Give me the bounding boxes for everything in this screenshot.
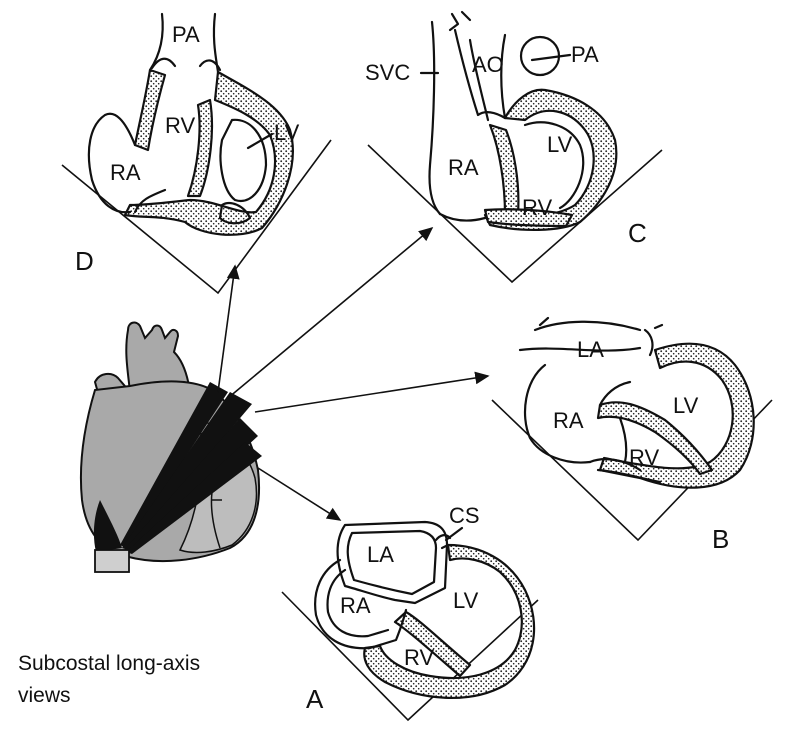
panel-a-la-inner <box>346 529 438 596</box>
panel-a-label-cs: CS <box>449 503 480 528</box>
panel-a-ventricle-wall <box>363 543 536 699</box>
panel-c-label-svc: SVC <box>365 60 410 85</box>
panel-d-lv-leader <box>246 132 274 150</box>
panel-c-label-pa: PA <box>571 42 599 67</box>
panel-d-lv-lower-cavity <box>218 201 252 225</box>
panel-b-label-rv: RV <box>629 445 659 470</box>
panel-c-ao-right-wall <box>468 38 490 122</box>
panel-b-letter: B <box>712 524 729 554</box>
panel-d-lv-wall <box>123 70 294 236</box>
panel-d-rv-wall <box>133 68 167 152</box>
panel-c-svc-wall <box>428 20 442 216</box>
panel-a-letter: A <box>306 684 324 714</box>
panel-b-septum <box>596 401 714 476</box>
panel-d-label-rv: RV <box>165 113 195 138</box>
panel-a-label-la: LA <box>367 542 394 567</box>
panel-a-la-box <box>336 520 449 605</box>
panel-a-label-lv: LV <box>453 588 479 613</box>
panel-a-cs-leader <box>444 526 464 542</box>
panel-a-label-rv: RV <box>404 645 434 670</box>
heart-illustration <box>79 321 262 573</box>
panel-c-ra-floor <box>438 212 487 222</box>
panel-b-atria-outline <box>518 320 642 464</box>
arrow-to-panel-d <box>217 264 240 393</box>
panel-a-label-ra: RA <box>340 593 371 618</box>
panel-d-sector <box>61 139 332 295</box>
panel-d-septum <box>186 98 214 198</box>
ultrasound-beam-3 <box>124 418 258 552</box>
arrow-to-panel-a <box>257 467 342 521</box>
caption-line-1: Subcostal long-axis <box>18 652 201 675</box>
panel-a-ra-inner <box>326 568 390 638</box>
panel-b-label-la: LA <box>577 337 604 362</box>
panel-c-rv-wall <box>483 208 574 228</box>
panel-d-letter: D <box>75 246 94 276</box>
caption-line-2: views <box>18 684 71 707</box>
panel-c-top-vessels <box>448 10 472 32</box>
panel-c-label-rv: RV <box>522 195 552 220</box>
panel-d-ra-outline <box>87 112 137 214</box>
ultrasound-beam-1 <box>120 382 228 548</box>
panel-c-lv-wall <box>483 88 618 231</box>
panel-c <box>367 10 663 284</box>
panel-d-lv-cavity <box>219 118 268 203</box>
panel-d-pa-valve <box>150 57 222 72</box>
panel-b-rv-wall <box>588 458 662 484</box>
panel-c-pa-leader <box>530 53 572 62</box>
panel-d-label-ra: RA <box>110 160 141 185</box>
arrow-to-panel-c <box>227 226 434 399</box>
arrow-to-panel-b <box>254 371 490 413</box>
ultrasound-beam-2 <box>122 392 252 550</box>
ultrasound-probe <box>94 549 130 573</box>
panel-a-ra-outline <box>314 558 408 650</box>
panel-a <box>281 520 539 722</box>
panel-a-sector <box>281 591 539 722</box>
panel-c-pa-circle <box>519 35 561 77</box>
ultrasound-beam-4 <box>126 442 262 554</box>
panel-d <box>61 12 332 295</box>
panel-a-septum <box>393 610 472 678</box>
ultrasound-beam-spread <box>93 500 122 552</box>
panel-c-letter: C <box>628 218 647 248</box>
panel-c-lv-inner <box>523 121 585 210</box>
panel-b-la-roof <box>538 316 664 357</box>
panel-d-ra-septal-leaflet <box>133 188 167 214</box>
panel-d-label-lv: LV <box>274 120 300 145</box>
panel-c-label-ao: AO <box>472 52 504 77</box>
panel-b <box>491 316 773 542</box>
panel-c-sector <box>367 144 663 284</box>
figure-caption: Subcostal long-axis views <box>18 648 278 712</box>
panel-c-label-ra: RA <box>448 155 479 180</box>
panel-c-septum <box>488 123 520 217</box>
panel-b-label-ra: RA <box>553 408 584 433</box>
panel-b-mitral <box>598 380 632 464</box>
panel-c-aorta <box>453 28 507 120</box>
panel-b-label-lv: LV <box>673 393 699 418</box>
panel-d-label-pa: PA <box>172 22 200 47</box>
panel-c-label-lv: LV <box>547 132 573 157</box>
